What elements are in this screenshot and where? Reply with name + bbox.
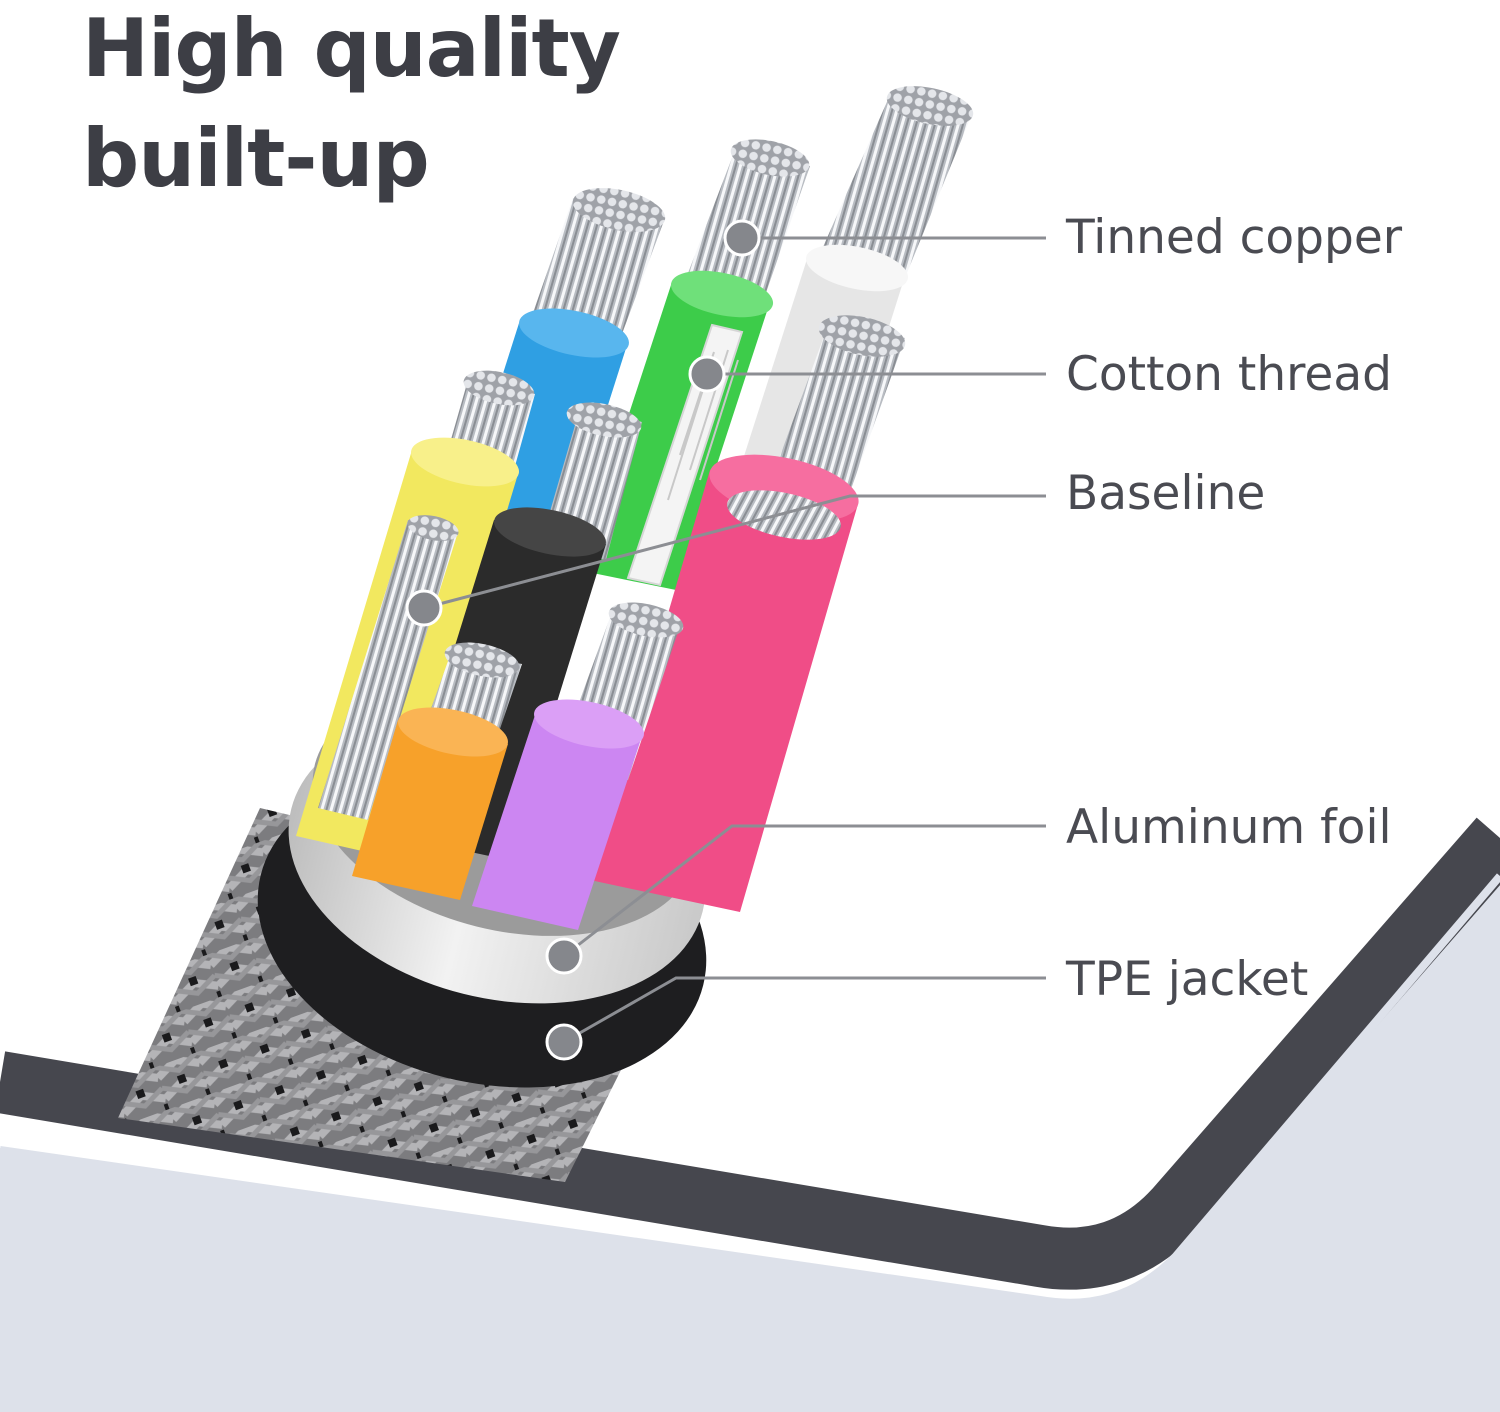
label-aluminum-foil: Aluminum foil xyxy=(1066,800,1392,855)
label-baseline: Baseline xyxy=(1066,466,1266,521)
marker-baseline xyxy=(405,589,443,627)
label-cotton-thread: Cotton thread xyxy=(1066,347,1392,402)
page-title: High quality built-up xyxy=(82,0,621,214)
wire-orange xyxy=(352,642,522,900)
floor-panel xyxy=(0,870,1500,1412)
callout-markers xyxy=(405,219,761,1061)
marker-tinned-copper xyxy=(723,219,761,257)
callout-leaders xyxy=(423,236,1046,1044)
wire-pink xyxy=(590,315,906,912)
title-line-1: High quality xyxy=(82,2,621,95)
label-tinned-copper: Tinned copper xyxy=(1066,210,1403,265)
marker-cotton-thread xyxy=(688,355,726,393)
title-line-2: built-up xyxy=(82,112,430,205)
frame-band xyxy=(0,817,1500,1290)
marker-tpe-jacket xyxy=(545,1023,583,1061)
label-tpe-jacket: TPE jacket xyxy=(1066,952,1309,1007)
wire-purple xyxy=(472,602,684,930)
marker-aluminum-foil xyxy=(545,937,583,975)
